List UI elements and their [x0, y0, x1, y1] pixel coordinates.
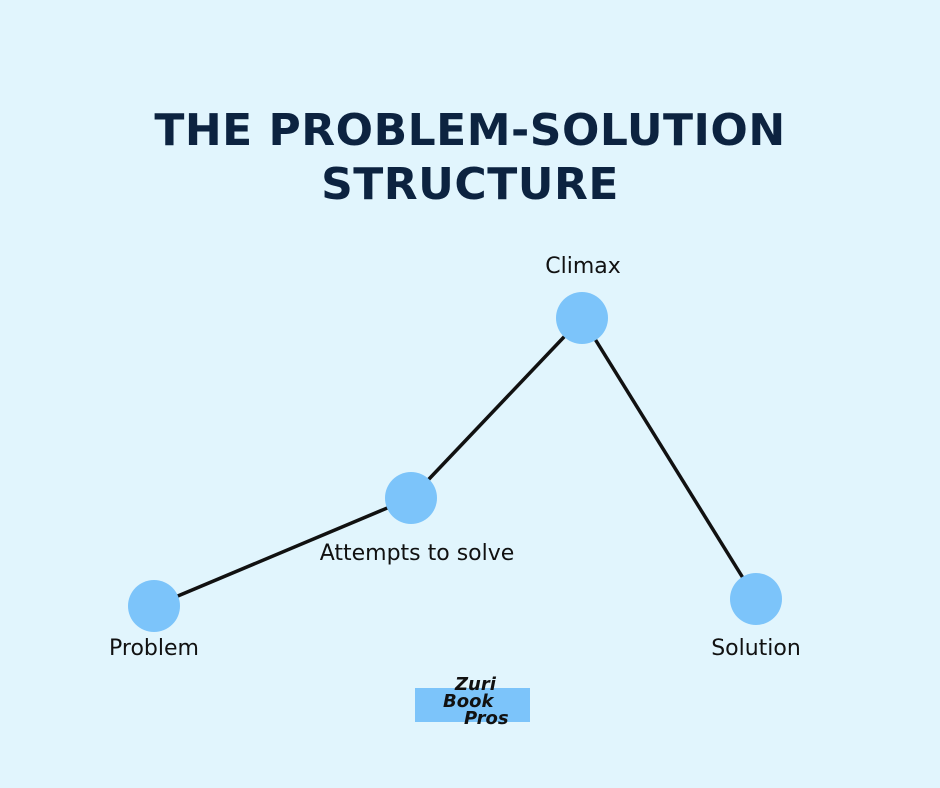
title-line-2: STRUCTURE — [321, 159, 619, 210]
logo-line-2: Book — [443, 691, 494, 712]
zuri-book-pros-logo: Zuri Book Pros — [415, 674, 531, 729]
logo-line-3: Pros — [464, 708, 509, 729]
node-climax — [556, 292, 608, 344]
connector-attempts-to-climax — [409, 316, 584, 500]
logo-bar — [415, 688, 530, 722]
connector-problem-to-attempts — [153, 496, 412, 608]
label-solution: Solution — [711, 636, 801, 661]
connector-climax-to-solution — [580, 317, 758, 600]
node-problem — [128, 580, 180, 632]
node-attempts-to-solve — [385, 472, 437, 524]
node-solution — [730, 573, 782, 625]
label-problem: Problem — [109, 636, 199, 661]
label-attempts-to-solve: Attempts to solve — [319, 541, 515, 566]
label-climax: Climax — [545, 254, 621, 279]
title-line-1: THE PROBLEM-SOLUTION — [154, 105, 786, 156]
page-title: THE PROBLEM-SOLUTION STRUCTURE — [0, 104, 940, 212]
logo-line-1: Zuri — [455, 674, 496, 695]
